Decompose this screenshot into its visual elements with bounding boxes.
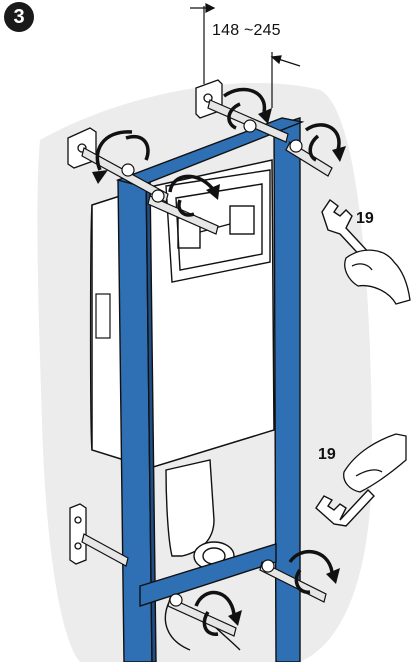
rotation-arrow-icon (95, 87, 341, 636)
wrench-size-label-bottom: 19 (318, 446, 336, 463)
mounting-frame (115, 117, 305, 662)
hand-icon (343, 249, 411, 493)
hex-nuts (121, 119, 303, 607)
wrench-icon (315, 198, 375, 527)
drain-pipe (164, 459, 241, 651)
dimension-label: 148 ~245 (212, 22, 281, 39)
step-number-badge: 3 (4, 2, 34, 32)
rotation-arrowheads (92, 108, 346, 626)
wrench-size-label-top: 19 (356, 210, 374, 227)
dimension-lines (190, 3, 301, 108)
